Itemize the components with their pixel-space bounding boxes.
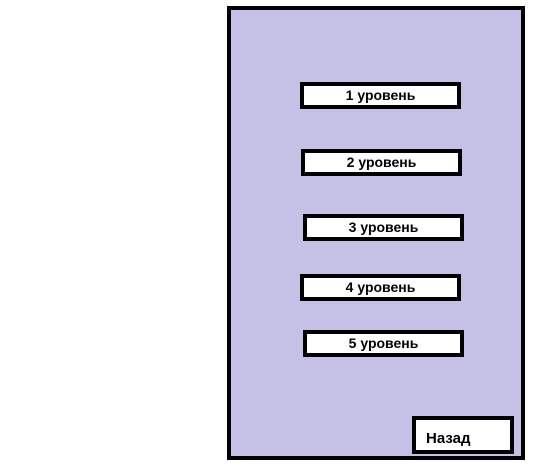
level-select-panel: 1 уровень 2 уровень 3 уровень 4 уровень …	[227, 6, 525, 460]
back-button-label: Назад	[426, 430, 471, 447]
level-5-button[interactable]: 5 уровень	[303, 330, 464, 357]
level-1-button[interactable]: 1 уровень	[300, 82, 461, 109]
back-button-dots: - -	[430, 412, 449, 423]
level-2-button[interactable]: 2 уровень	[301, 149, 462, 176]
back-button[interactable]: - - Назад	[412, 412, 514, 454]
level-3-button[interactable]: 3 уровень	[303, 214, 464, 241]
level-4-button[interactable]: 4 уровень	[300, 274, 461, 301]
